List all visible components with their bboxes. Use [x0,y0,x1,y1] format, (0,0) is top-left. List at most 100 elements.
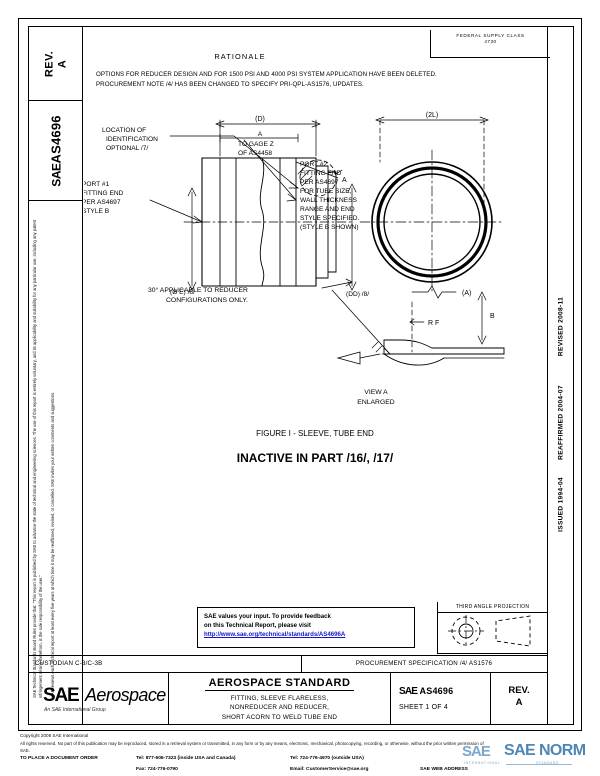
feedback-link[interactable]: http://www.sae.org/technical/standards/A… [204,631,346,639]
legal-paragraph-2: SAE reviews each technical report at lea… [49,391,55,698]
title-block-title: AEROSPACE STANDARD FITTING, SLEEVE FLARE… [169,673,391,724]
legal-paragraph-1: SAE Technical Standards Board Rules prov… [32,219,44,698]
dimension-d-label: (D) [255,116,265,123]
view-a-detail-circle [299,159,337,197]
view-a-callout-label: A [342,177,347,184]
hatch-marks-wedge [371,341,383,353]
figure-caption: FIGURE I - SLEEVE, TUBE END [256,429,374,438]
watermark-mark-1: SAE [462,743,491,760]
footer-copyright: Copyright 2008 SAE International [20,733,89,738]
dimension-2l-label: (2L) [426,112,438,119]
watermark-sub-1: INTERNATIONAL [464,761,501,765]
title-number-mark: SAE [399,686,418,697]
dimension-dia-e [187,187,197,291]
note-port1-line4: STYLE B [84,208,110,215]
right-rail-issued: ISSUED 1994-04 [557,477,564,532]
title-block-number: SAE AS4696 SHEET 1 OF 4 [391,673,491,724]
enlarged-view-a [383,339,505,366]
footer-web-label: SAE WEB ADDRESS [420,767,468,773]
right-rail-revised: REVISED 2008-11 [557,296,564,357]
footer-order-row-2: Fax: 724-776-0790 Email: CustomerService… [20,767,490,776]
page-footer: Copyright 2008 SAE International All rig… [20,733,490,776]
sae-aerospace-logo: SAE Aerospace An SAE International Group [29,673,169,724]
dimension-a-label: A [258,131,263,138]
note-gage-line2: OF AS4458 [238,150,272,157]
rationale-line-2: PROCUREMENT NOTE /4/ HAS BEEN CHANGED TO… [96,80,364,88]
note-port2-line1: PORT #2 [300,161,328,168]
logo-subtitle: An SAE International Group [44,707,106,713]
procurement-specification: PROCUREMENT SPECIFICATION /4/ AS1576 [355,660,493,667]
title-subtitle-3: SHORT ACORN TO WELD TUBE END [221,713,338,721]
left-rail-sae-mark: SAE [49,163,64,187]
rationale-body: OPTIONS FOR REDUCER DESIGN AND FOR 1500 … [96,70,536,89]
note-port2-line5: WALL THICKNESS [300,197,358,204]
note-reducer-line2: CONFIGURATIONS ONLY. [166,297,248,304]
note-port1-line3: PER AS4697 [84,199,121,206]
title-heading: AEROSPACE STANDARD [204,677,355,691]
footer-tel-inside: Tel: 877-606-7323 (inside USA and Canada… [136,756,236,762]
title-block-revision: REV. A [491,673,547,724]
title-sheet: SHEET 1 OF 4 [399,704,448,711]
title-block: SAE Aerospace An SAE International Group… [29,673,547,724]
watermark-sub-2: STANDARD [536,761,559,765]
leader-id-location [169,135,300,202]
third-angle-projection-box: THIRD ANGLE PROJECTION [437,602,547,654]
note-port2-line3: PER AS4697 [300,179,339,186]
inactive-note: INACTIVE IN PART /16/, /17/ [237,451,394,465]
title-number-value: AS4696 [419,686,454,696]
angle-wedge-symbol [336,351,381,365]
projection-caption: THIRD ANGLE PROJECTION [438,602,547,613]
federal-supply-class-box: FEDERAL SUPPLY CLASS 4730 [430,30,550,58]
dimension-b [477,291,487,345]
feedback-line-2: on this Technical Report, please visit [204,622,311,630]
note-reducer-line1: 30° APPLICABLE TO REDUCER [148,286,248,294]
fsc-value: 4730 [484,39,497,44]
custodian-label: CUSTODIAN C-3/C-3B [35,660,103,667]
custodian-row: CUSTODIAN C-3/C-3B PROCUREMENT SPECIFICA… [29,655,547,673]
note-port2-line8: (STYLE B SHOWN) [300,224,359,231]
footer-order-label: TO PLACE A DOCUMENT ORDER [20,756,98,762]
fsc-label: FEDERAL SUPPLY CLASS [456,33,525,38]
left-rail-legal-text: SAE Technical Standards Board Rules prov… [32,198,62,698]
drawing-frame-inner [28,26,574,725]
note-gage-line1: TO GAGE Z [238,141,274,148]
title-number-row: SAE AS4696 [399,686,453,697]
dimension-b-label: B [490,313,495,320]
note-id-location-line2: IDENTIFICATION [106,136,158,143]
engineering-drawing: A (D) A [84,96,546,596]
left-rail-number-text: SAEAS4696 [49,115,64,186]
dimension-a [219,133,299,143]
rationale-line-1: OPTIONS FOR REDUCER DESIGN AND FOR 1500 … [96,71,437,78]
watermark-rule [506,764,572,765]
dimension-dd [347,183,357,291]
projection-symbol-icon [448,615,531,647]
title-rev-value: A [515,697,523,708]
footer-order-row-1: TO PLACE A DOCUMENT ORDER Tel: 877-606-7… [20,756,490,765]
left-rail-number-value: AS4696 [48,114,64,163]
note-port2-line6: RANGE AND END [300,206,355,213]
feedback-line-1: SAE values your input. To provide feedba… [204,613,331,620]
drawing-frame-outer [18,18,582,731]
tube-break-symbol [259,157,265,287]
right-rail-reaffirmed: REAFFIRMED 2004-07 [557,385,564,460]
end-view-centerlines [359,149,505,295]
dimension-dia-e-label: (Ø E) /8/ [170,289,195,296]
note-id-location-line1: LOCATION OF [102,127,146,134]
note-port1-line1: PORT #1 [84,181,110,188]
dimension-dd-label: (DD) /8/ [346,291,369,298]
footer-fax: Fax: 724-776-0790 [136,767,178,773]
footer-email: Email: CustomerService@sae.org [290,767,369,773]
leader-port2 [295,161,339,179]
note-port1-line2: FITTING END [84,190,124,197]
title-subtitle-2: NONREDUCER AND REDUCER, [229,704,330,712]
title-rev-label: REV. [508,685,530,696]
custodian-divider [301,656,302,672]
leader-reducer [321,278,391,355]
note-port2-line2: FITTING END [300,170,342,177]
dimension-ra [411,285,457,299]
title-subtitle-1: FITTING, SLEEVE FLARELESS, [230,695,329,702]
feedback-box: SAE values your input. To provide feedba… [197,607,415,648]
left-rail-number-cell: SAEAS4696 [29,101,83,201]
dimension-2l [375,116,489,217]
